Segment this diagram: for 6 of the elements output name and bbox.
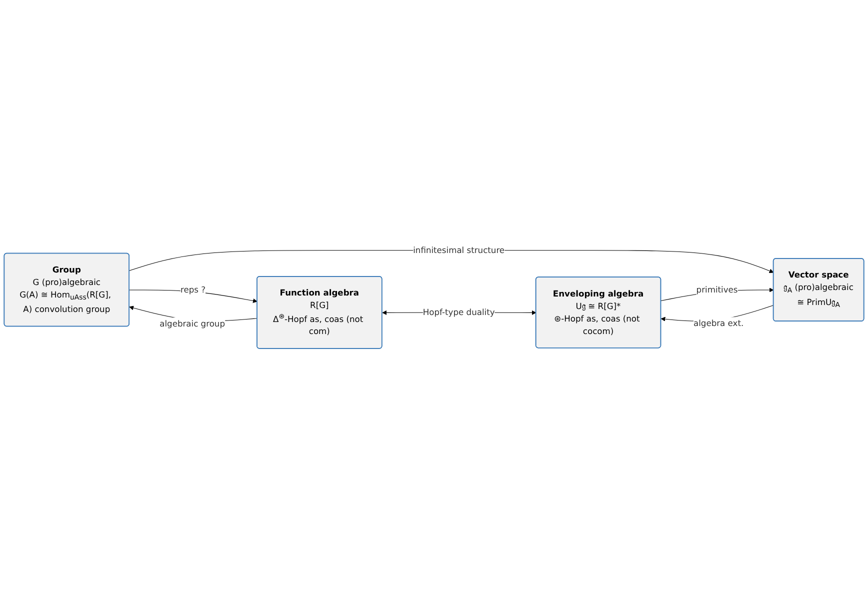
edge-label: algebra ext. <box>694 318 744 328</box>
edge-label: infinitesimal structure <box>413 244 505 255</box>
edge-label: algebraic group <box>160 318 225 328</box>
edge-label: primitives <box>696 284 738 294</box>
edge-label: Hopf-type duality <box>422 306 495 317</box>
edge-label: reps ? <box>180 284 206 294</box>
